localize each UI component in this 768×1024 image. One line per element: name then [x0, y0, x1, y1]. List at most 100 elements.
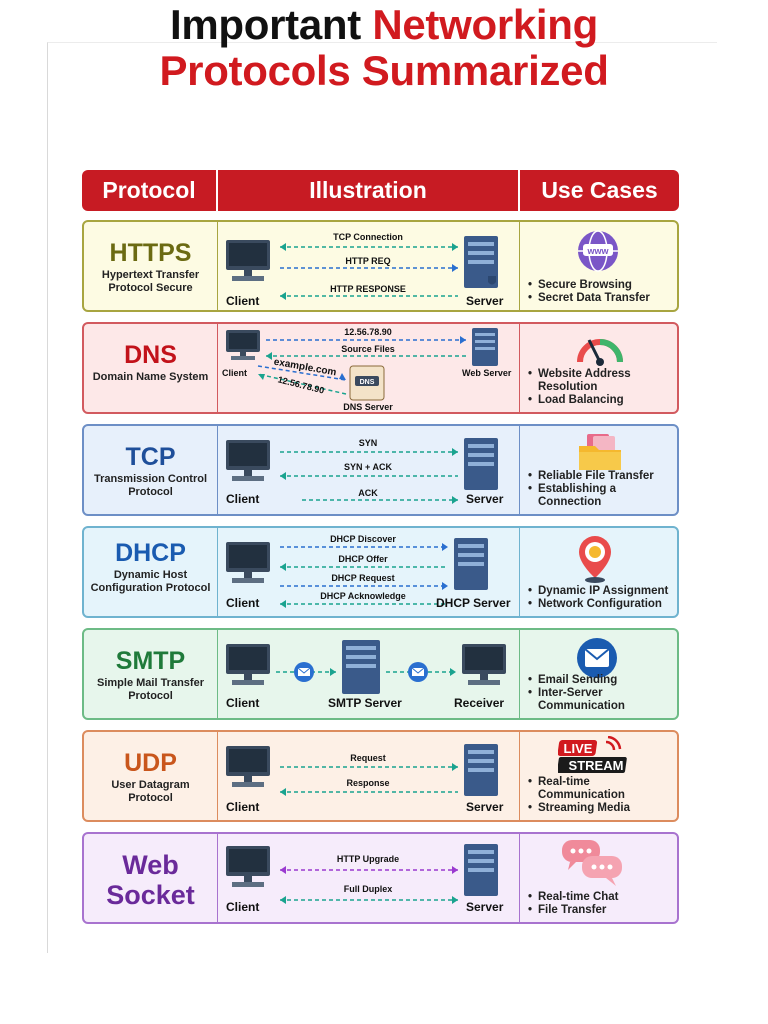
protocol-cell: Web Socket	[84, 834, 218, 922]
protocol-fullname: User Datagram Protocol	[111, 779, 190, 804]
client-monitor-icon	[226, 846, 270, 887]
use-case-item: Load Balancing	[528, 394, 677, 407]
header-illustration: Illustration	[218, 170, 520, 211]
protocol-name: TCP	[125, 443, 176, 471]
table-row-dhcp: DHCP Dynamic Host Configuration Protocol…	[82, 526, 679, 618]
table-row-tcp: TCP Transmission Control Protocol SYN SY…	[82, 424, 679, 516]
use-cases-cell: Email Sending Inter-Server Communication	[520, 630, 677, 718]
use-cases-cell: Real-time Chat File Transfer	[520, 834, 677, 922]
live-stream-icon: LIVE STREAM	[558, 736, 627, 773]
client-label: Client	[226, 800, 260, 814]
arrow-label: Source Files	[341, 344, 395, 354]
server-icon	[464, 438, 498, 490]
arrow-label: HTTP REQ	[345, 256, 391, 266]
dhcp-server-label: DHCP Server	[436, 596, 511, 610]
use-cases-cell: Dynamic IP Assignment Network Configurat…	[520, 528, 677, 616]
header-protocol: Protocol	[82, 170, 218, 211]
svg-text:www: www	[586, 246, 609, 256]
arrow-label: 12.56.78.90	[344, 327, 392, 337]
server-label: Server	[466, 800, 504, 814]
smtp-server-icon	[342, 640, 380, 694]
speedometer-icon	[577, 339, 623, 366]
table-row-udp: UDP User Datagram Protocol Request Respo…	[82, 730, 679, 822]
client-monitor-icon	[226, 330, 260, 360]
protocol-name: Web Socket	[84, 850, 217, 910]
arrow-label: DHCP Offer	[338, 554, 388, 564]
table-row-smtp: SMTP Simple Mail Transfer Protocol Clien…	[82, 628, 679, 720]
smtp-server-label: SMTP Server	[328, 696, 402, 710]
illustration-cell: SYN SYN + ACK ACK Client Server	[218, 426, 520, 514]
client-label: Client	[226, 696, 260, 710]
arrow-label: SYN + ACK	[344, 462, 392, 472]
protocol-name: HTTPS	[109, 239, 192, 267]
client-label: Client	[226, 900, 260, 914]
arrow-label: Request	[350, 753, 386, 763]
arrow-label: Full Duplex	[343, 884, 393, 894]
www-globe-icon: www	[578, 230, 618, 272]
dhcp-diagram	[226, 538, 488, 608]
arrow-label: DHCP Discover	[330, 534, 396, 544]
svg-text:DNS: DNS	[360, 379, 375, 386]
chat-bubbles-icon	[562, 840, 622, 886]
arrow-label: Response	[346, 778, 390, 788]
use-case-item: Email Sending	[528, 674, 677, 687]
email-icon	[294, 662, 314, 682]
protocol-cell: UDP User Datagram Protocol	[84, 732, 218, 820]
stream-text: STREAM	[569, 758, 624, 773]
client-monitor-icon	[226, 440, 270, 481]
title-word-important: Important	[169, 1, 361, 48]
dns-diagram: DNS	[226, 328, 498, 401]
use-case-list: Secure Browsing Secret Data Transfer	[528, 279, 650, 305]
client-monitor-icon	[226, 542, 270, 583]
websocket-diagram	[226, 844, 498, 904]
client-label: Client	[226, 596, 260, 610]
client-monitor-icon	[226, 644, 270, 685]
folder-icon	[579, 434, 621, 470]
protocol-cell: SMTP Simple Mail Transfer Protocol	[84, 630, 218, 718]
https-diagram	[226, 236, 498, 300]
use-case-list: Website Address Resolution Load Balancin…	[528, 368, 677, 407]
protocol-name-line2: Socket	[106, 880, 195, 910]
web-server-icon	[472, 328, 498, 366]
use-case-list: Dynamic IP Assignment Network Configurat…	[528, 585, 668, 611]
use-case-item: Reliable File Transfer	[528, 470, 677, 483]
location-pin-icon	[579, 536, 611, 583]
protocol-name: DNS	[124, 341, 177, 369]
use-case-item: Real-time Communication	[528, 776, 677, 802]
illustration-cell: Request Response Client Server	[218, 732, 520, 820]
protocol-fullname: Transmission Control Protocol	[93, 473, 208, 498]
header-use-cases: Use Cases	[541, 177, 658, 203]
client-label: Client	[222, 368, 248, 378]
server-label: Server	[466, 294, 504, 308]
dns-server-icon: DNS	[349, 365, 385, 401]
use-cases-cell: Website Address Resolution Load Balancin…	[520, 324, 677, 412]
use-case-item: Website Address Resolution	[528, 368, 677, 394]
protocol-name: DHCP	[115, 539, 186, 567]
protocol-cell: TCP Transmission Control Protocol	[84, 426, 218, 514]
protocol-fullname: Dynamic Host Configuration Protocol	[90, 569, 211, 594]
table-row-https: HTTPS Hypertext Transfer Protocol Secure…	[82, 220, 679, 312]
table-row-websocket: Web Socket HTTP Upgrade Full Duplex Clie…	[82, 832, 679, 924]
client-label: Client	[226, 294, 260, 308]
table-row-dns: DNS Domain Name System DNS 12.56.78.90 S…	[82, 322, 679, 414]
server-icon	[464, 744, 498, 796]
dns-server-label: DNS Server	[343, 402, 393, 412]
protocol-fullname: Hypertext Transfer Protocol Secure	[101, 269, 200, 294]
use-case-item: Secret Data Transfer	[528, 292, 650, 305]
client-monitor-icon	[226, 240, 270, 281]
illustration-cell: TCP Connection HTTP REQ HTTP RESPONSE Cl…	[218, 222, 520, 310]
use-case-list: Email Sending Inter-Server Communication	[528, 674, 677, 713]
arrow-label: DHCP Request	[331, 573, 395, 583]
arrow-label: HTTP Upgrade	[336, 854, 400, 864]
illustration-cell: HTTP Upgrade Full Duplex Client Server	[218, 834, 520, 922]
illustration-cell: DHCP Discover DHCP Offer DHCP Request DH…	[218, 528, 520, 616]
use-case-item: Inter-Server Communication	[528, 687, 677, 713]
arrow-label: ACK	[358, 488, 378, 498]
protocol-name: SMTP	[115, 647, 186, 675]
client-monitor-icon	[226, 746, 270, 787]
protocol-fullname: Domain Name System	[92, 371, 209, 383]
protocol-cell: HTTPS Hypertext Transfer Protocol Secure	[84, 222, 218, 310]
client-label: Client	[226, 492, 260, 506]
web-server-label: Web Server	[462, 368, 512, 378]
server-label: Server	[466, 900, 504, 914]
